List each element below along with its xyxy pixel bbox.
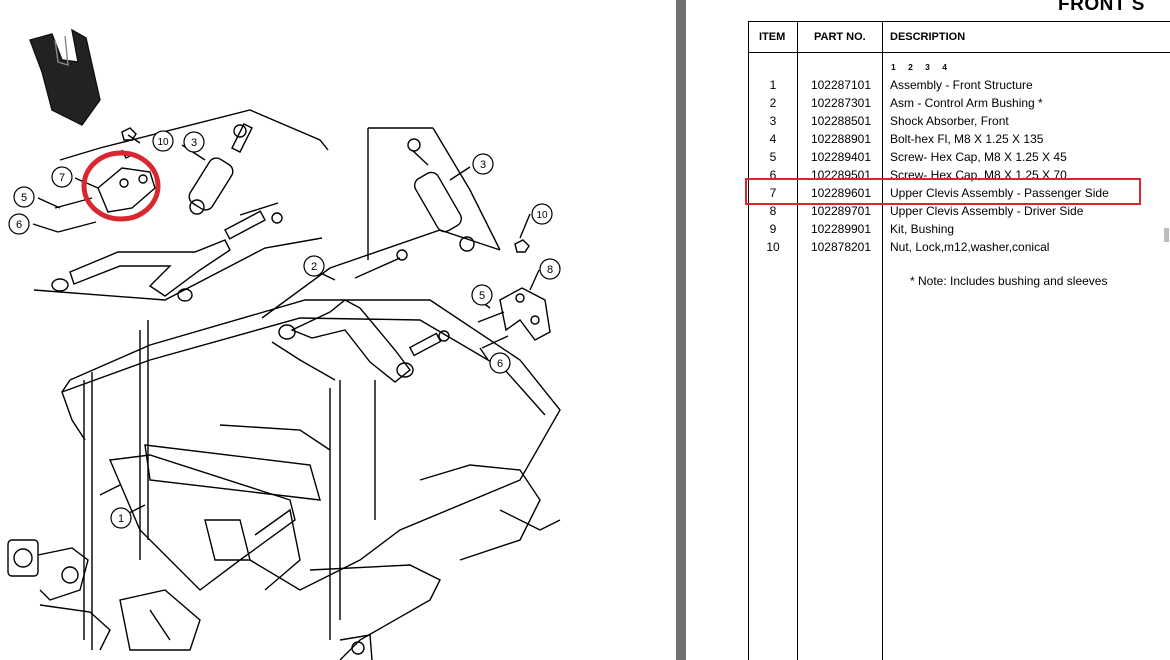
part-description: Nut, Lock,m12,washer,conical [890,240,1053,254]
callout-label: 5 [479,290,485,302]
table-row: 5 102289401 Screw- Hex Cap, M8 X 1.25 X 45 [749,150,1170,167]
callout-label: 10 [536,210,548,221]
item-number: 3 [769,114,777,128]
callout-10: 10 [152,130,174,152]
highlight-rectangle [745,178,1141,205]
item-number: 2 [769,96,777,110]
table-row: 7 102289601 Upper Clevis Assembly - Passen… [749,186,1170,203]
table-row: 1 102287101 Assembly - Front Structure [749,78,1170,95]
part-description: Upper Clevis Assembly - Passenger Side [890,186,1112,200]
callout-label: 6 [16,219,22,231]
part-number: 102288901 [810,132,872,146]
footnote: * Note: Includes bushing and sleeves [910,274,1108,288]
callout-label: 10 [157,137,169,148]
part-number: 102287101 [810,78,872,92]
header-divider [749,52,1170,53]
shock-absorber-right [407,138,475,252]
part-description: Assembly - Front Structure [890,78,1036,92]
part-description: Kit, Bushing [890,222,958,236]
item-column-header: ITEM [759,31,786,43]
shock-absorber-left [188,123,253,215]
callout-label: 5 [21,192,27,204]
callout-label: 8 [547,264,553,276]
part-number: 102288501 [810,114,872,128]
callout-layer: 10 3 7 5 6 2 3 10 8 5 6 1 [8,130,561,529]
callout-label: 1 [118,513,124,525]
page-gutter [676,0,686,660]
callout-6: 6 [8,213,30,235]
callout-7: 7 [51,166,73,188]
callout-10: 10 [531,203,553,225]
part-description: Asm - Control Arm Bushing * [890,96,1046,110]
control-arm-right [278,249,450,383]
table-row: 2 102287301 Asm - Control Arm Bushing * [749,96,1170,113]
steering-parts [7,539,373,660]
part-number: 102289901 [810,222,872,236]
description-column-header: DESCRIPTION [890,31,966,43]
part-description: Shock Absorber, Front [890,114,1012,128]
callout-label: 3 [191,137,197,149]
item-number: 4 [769,132,777,146]
highlight-circle [81,150,161,222]
table-row: 4 102288901 Bolt-hex Fl, M8 X 1.25 X 135 [749,132,1170,149]
item-number: 10 [766,240,780,254]
callout-2: 2 [303,255,325,277]
callout-6: 6 [489,352,511,374]
parts-list-page: FRONT S ITEM PART NO. DESCRIPTION 1 2 3 … [686,0,1170,660]
callout-3: 3 [472,153,494,175]
diagram-drawing: 10 3 7 5 6 2 3 10 8 5 6 1 [7,28,561,660]
column-divider [882,22,883,660]
table-row: 9 102289901 Kit, Bushing [749,222,1170,239]
item-number: 6 [769,168,777,182]
callout-label: 7 [59,172,65,184]
callout-5: 5 [471,284,493,306]
scrollbar-thumb[interactable] [1164,228,1169,242]
item-number: 9 [769,222,777,236]
page-title: FRONT S [1058,0,1145,15]
quantity-columns-header: 1 2 3 4 [891,62,952,72]
callout-label: 3 [480,159,486,171]
callout-1: 1 [110,507,132,529]
item-number: 8 [769,204,777,218]
table-row: 3 102288501 Shock Absorber, Front [749,114,1170,131]
column-divider [797,22,798,660]
part-description: Upper Clevis Assembly - Driver Side [890,204,1087,218]
callout-3: 3 [183,131,205,153]
callout-label: 6 [497,358,503,370]
callout-8: 8 [539,258,561,280]
parts-table: ITEM PART NO. DESCRIPTION 1 2 3 4 1 10228… [748,21,1170,660]
callout-5: 5 [13,186,35,208]
part-number: 102289601 [810,186,872,200]
item-number: 7 [769,186,777,200]
part-number: 102878201 [810,240,872,254]
control-arm-left [51,202,283,302]
part-no-column-header: PART NO. [814,31,866,43]
part-description: Bolt-hex Fl, M8 X 1.25 X 135 [890,132,1047,146]
callout-label: 2 [311,261,317,273]
exploded-parts-diagram: 10 3 7 5 6 2 3 10 8 5 6 1 [7,28,561,660]
part-number: 102289701 [810,204,872,218]
part-description: Screw- Hex Cap, M8 X 1.25 X 45 [890,150,1070,164]
front-structure [61,299,561,660]
item-number: 1 [769,78,777,92]
part-number: 102289401 [810,150,872,164]
table-row: 8 102289701 Upper Clevis Assembly - Driver… [749,204,1170,221]
table-row: 10 102878201 Nut, Lock,m12,washer,conical [749,240,1170,257]
part-number: 102287301 [810,96,872,110]
item-number: 5 [769,150,777,164]
